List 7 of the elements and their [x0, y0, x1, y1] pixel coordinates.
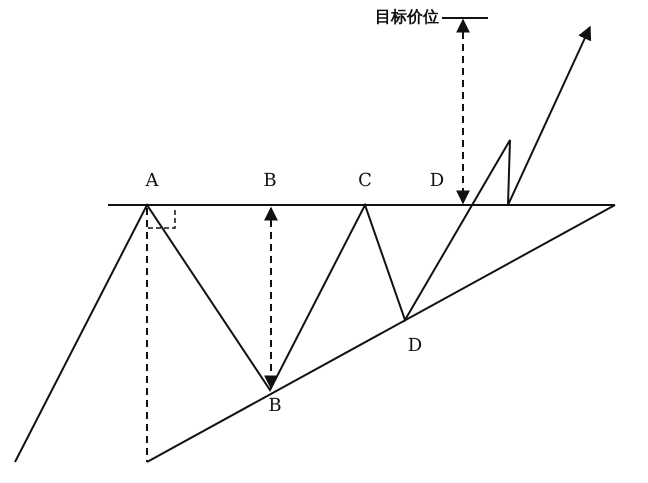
point-label: C — [358, 171, 372, 191]
point-label: D — [408, 336, 422, 356]
point-label: D — [430, 171, 444, 191]
target-label: 目标价位 — [375, 7, 439, 27]
point-label: B — [268, 396, 282, 416]
point-label: B — [263, 171, 277, 191]
point-label: A — [146, 171, 158, 191]
